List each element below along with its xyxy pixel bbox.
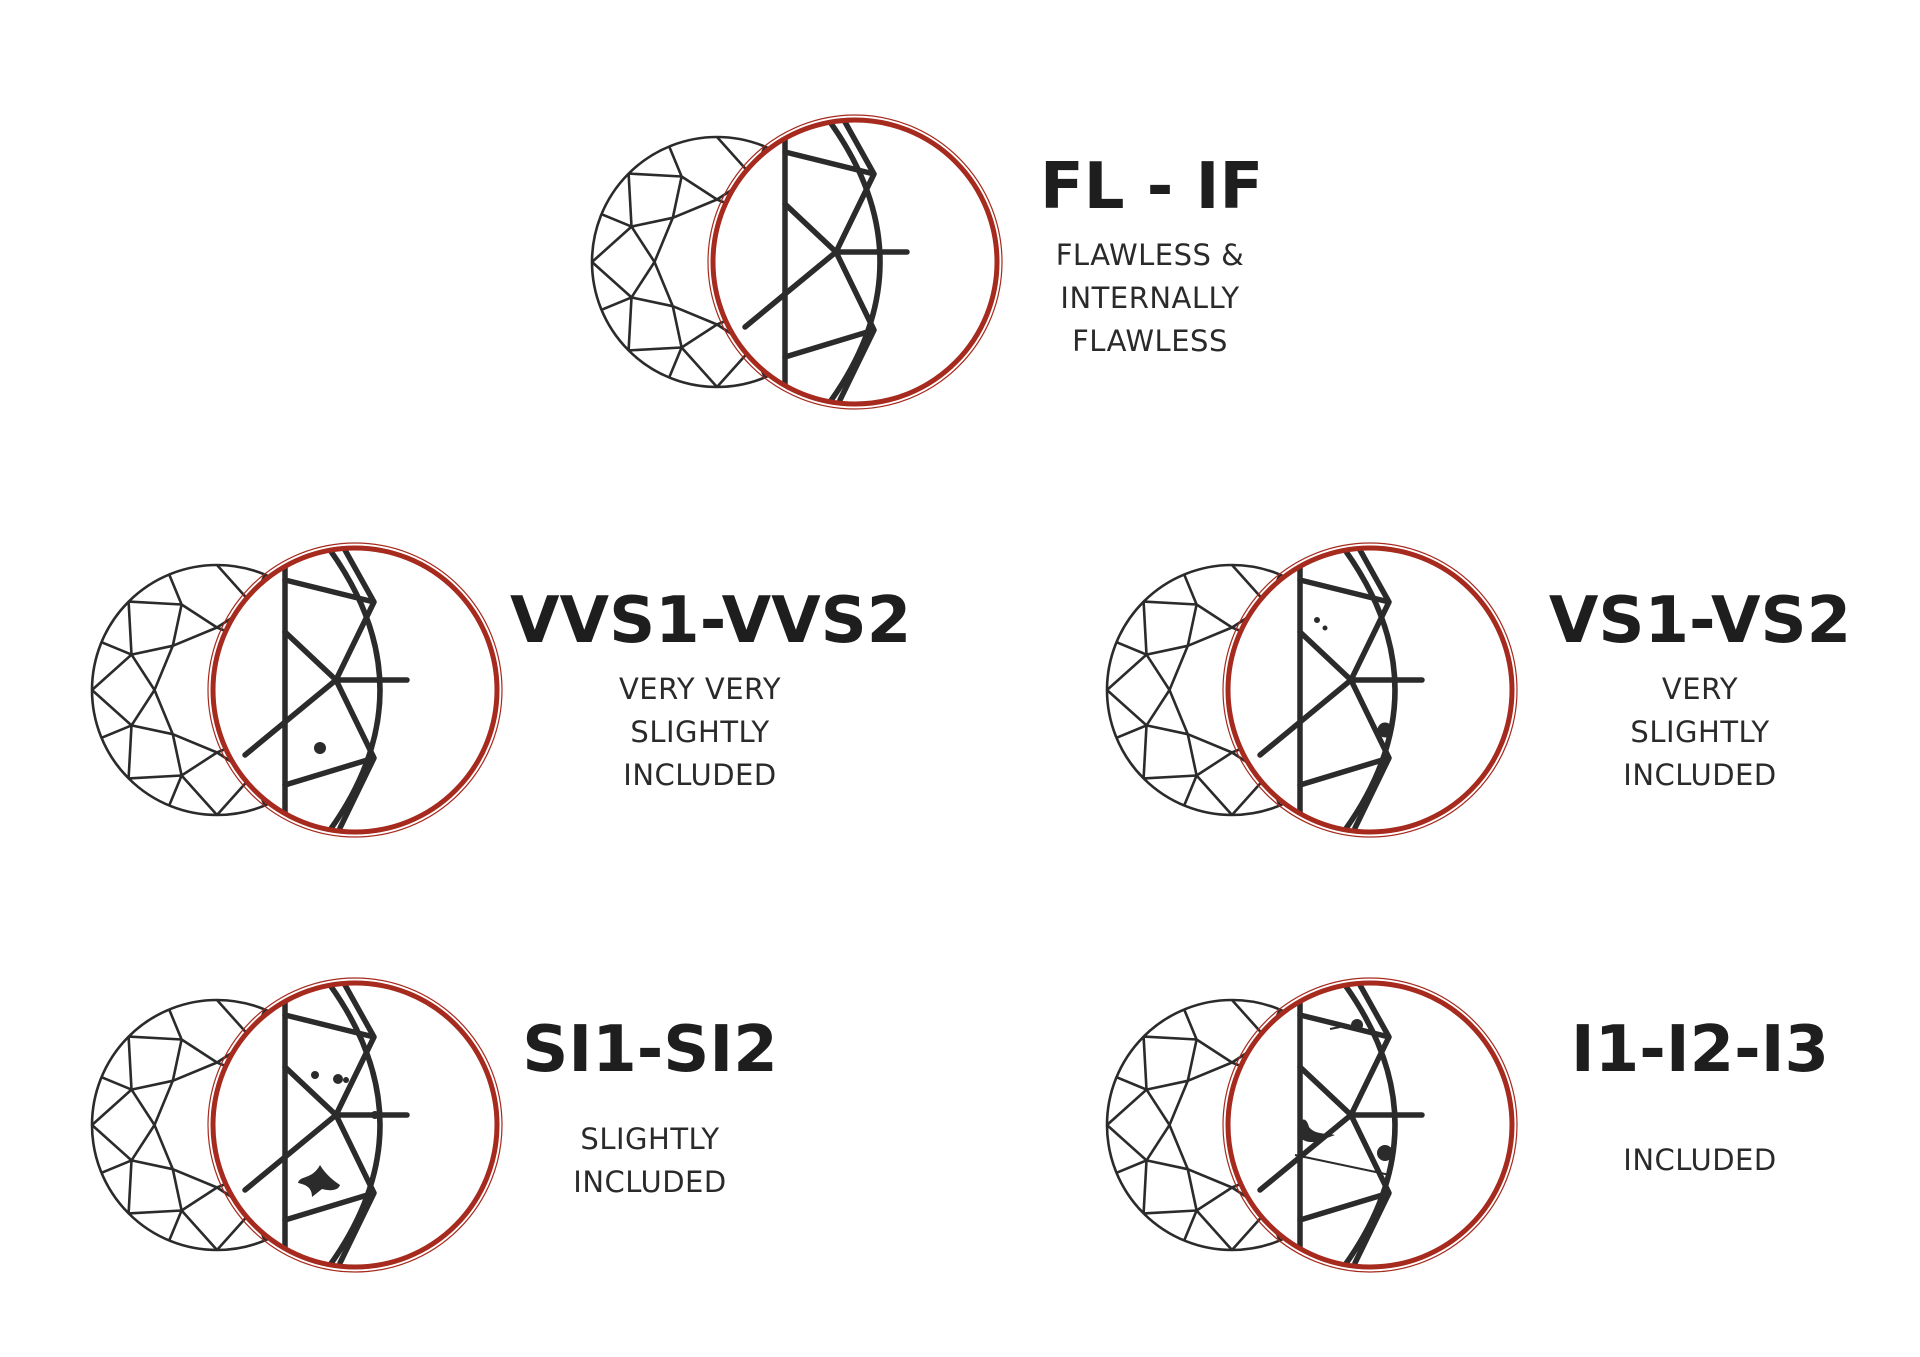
diamond-loupe-icon bbox=[1105, 542, 1518, 838]
loupe-outer-ring bbox=[207, 542, 503, 838]
magnified-facets bbox=[1257, 550, 1425, 830]
magnified-girdle bbox=[1342, 550, 1398, 830]
inclusion-cloud bbox=[1294, 1154, 1391, 1176]
description-line: INCLUDED bbox=[1623, 758, 1777, 792]
inclusion-pinpoint bbox=[343, 1077, 349, 1083]
inclusion-pinpoint bbox=[1314, 617, 1320, 623]
diamond-loupe-icon bbox=[90, 977, 503, 1273]
description-line: VERY VERY bbox=[618, 672, 782, 706]
magnified-girdle bbox=[827, 122, 883, 402]
diamond-loupe-icon bbox=[90, 542, 503, 838]
description-line: SLIGHTLY bbox=[630, 715, 770, 749]
inclusion-crystal bbox=[1351, 1019, 1363, 1031]
inclusion-pinpoint bbox=[1322, 625, 1328, 631]
loupe-ring-icon bbox=[710, 117, 1000, 407]
loupe-ring-icon bbox=[1225, 545, 1515, 835]
magnified-diamond bbox=[242, 985, 410, 1265]
inclusion-pinpoint bbox=[314, 742, 326, 754]
inclusion-feather bbox=[1297, 1119, 1335, 1143]
description-line: SLIGHTLY bbox=[580, 1122, 720, 1156]
loupe-ring-icon bbox=[210, 980, 500, 1270]
grade-description-fl-if: FLAWLESS & INTERNALLY FLAWLESS bbox=[1030, 234, 1270, 363]
inclusion-pinpoint bbox=[371, 1111, 379, 1119]
loupe-outer-ring bbox=[707, 114, 1003, 410]
description-line: INCLUDED bbox=[623, 758, 777, 792]
inclusion-crystal bbox=[1377, 1145, 1393, 1161]
loupe-outer-ring bbox=[207, 977, 503, 1273]
inclusion-crystal bbox=[1377, 722, 1393, 738]
description-line: SLIGHTLY bbox=[1630, 715, 1770, 749]
grade-description-si: SLIGHTLY INCLUDED bbox=[530, 1118, 770, 1204]
magnified-diamond bbox=[742, 122, 910, 402]
diamond-loupe-icon bbox=[590, 114, 1003, 410]
inclusion-pinpoint bbox=[333, 1074, 343, 1084]
description-line: VERY bbox=[1661, 672, 1739, 706]
magnified-girdle bbox=[327, 985, 383, 1265]
magnified-facets bbox=[242, 550, 410, 830]
grade-title-vs: VS1-VS2 bbox=[1548, 584, 1852, 658]
inclusion-feather bbox=[298, 1165, 340, 1197]
grade-title-si: SI1-SI2 bbox=[522, 1013, 778, 1087]
grade-description-i: INCLUDED bbox=[1580, 1139, 1820, 1182]
inclusion-scratch bbox=[1329, 1026, 1341, 1030]
loupe-ring-icon bbox=[1225, 980, 1515, 1270]
description-line: INTERNALLY bbox=[1060, 281, 1240, 315]
diamond-loupe-icon bbox=[1105, 977, 1518, 1273]
description-line: INCLUDED bbox=[573, 1165, 727, 1199]
magnified-girdle bbox=[1342, 985, 1398, 1265]
loupe-outer-ring bbox=[1222, 977, 1518, 1273]
grade-description-vvs: VERY VERY SLIGHTLY INCLUDED bbox=[580, 668, 820, 797]
grade-title-vvs: VVS1-VVS2 bbox=[510, 584, 912, 658]
magnified-facets bbox=[742, 122, 910, 402]
magnified-diamond bbox=[1257, 985, 1425, 1265]
description-line: FLAWLESS & bbox=[1055, 238, 1245, 272]
description-line: FLAWLESS bbox=[1072, 324, 1228, 358]
grade-title-fl-if: FL - IF bbox=[1040, 150, 1264, 224]
inclusion-pinpoint bbox=[311, 1071, 319, 1079]
magnified-facets bbox=[1257, 985, 1425, 1265]
loupe-outer-ring bbox=[1222, 542, 1518, 838]
grade-description-vs: VERY SLIGHTLY INCLUDED bbox=[1580, 668, 1820, 797]
loupe-ring-icon bbox=[210, 545, 500, 835]
grade-title-i: I1-I2-I3 bbox=[1570, 1013, 1830, 1087]
magnified-diamond bbox=[1257, 550, 1425, 830]
magnified-diamond bbox=[242, 550, 410, 830]
magnified-girdle bbox=[327, 550, 383, 830]
description-line: INCLUDED bbox=[1623, 1143, 1777, 1177]
